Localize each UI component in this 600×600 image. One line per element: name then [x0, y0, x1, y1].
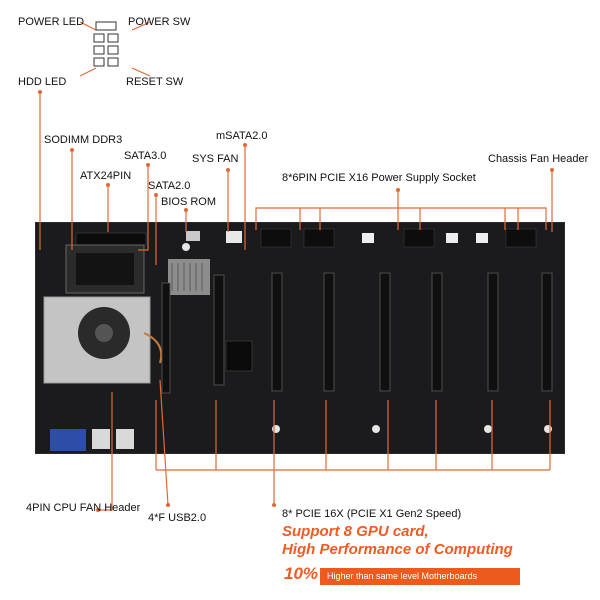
label-sata3: SATA3.0 [124, 150, 167, 162]
leader-dots [38, 90, 554, 512]
label-sodimm: SODIMM DDR3 [44, 134, 123, 146]
label-pcie-slots: 8* PCIE 16X (PCIE X1 Gen2 Speed) [282, 508, 462, 520]
label-power-sw: POWER SW [128, 16, 191, 28]
pcie-slots [161, 272, 553, 394]
label-msata: mSATA2.0 [216, 130, 268, 142]
promo-banner-bar [320, 568, 520, 585]
sodimm-slot-inner [76, 253, 134, 285]
label-chassis-fan: Chassis Fan Header [488, 153, 589, 165]
label-atx24: ATX24PIN [80, 170, 132, 182]
fan-cable [143, 332, 163, 364]
cpu-fan-hub [95, 324, 113, 342]
vga-port [50, 429, 86, 451]
motherboard-image [35, 222, 565, 454]
ic-chip [225, 340, 253, 372]
label-hdd-led: HDD LED [18, 76, 67, 88]
sys-fan-header [226, 231, 242, 243]
label-sata2: SATA2.0 [148, 180, 191, 192]
motherboard-drawing [43, 228, 553, 451]
promo-line-2: High Performance of Computing [282, 541, 513, 558]
label-cpu-fan: 4PIN CPU FAN Header [26, 502, 141, 514]
label-power-led: POWER LED [18, 16, 85, 28]
label-reset-sw: RESET SW [126, 76, 184, 88]
pcie-power-sockets [260, 228, 537, 248]
label-pcie-power: 8*6PIN PCIE X16 Power Supply Socket [282, 172, 476, 184]
label-bios-rom: BIOS ROM [161, 196, 217, 208]
promo-percent: 10% [284, 564, 319, 583]
usb-port-2 [116, 429, 134, 449]
promo-line-1: Support 8 GPU card, [282, 523, 429, 540]
label-usb: 4*F USB2.0 [148, 512, 207, 524]
white-small-headers [362, 233, 488, 243]
chipset-heatsink [168, 259, 210, 295]
usb-port-1 [92, 429, 110, 449]
bios-rom-chip [186, 231, 200, 241]
heatsink-fins [171, 263, 203, 291]
promo-subtext: Higher than same level Motherboards [327, 571, 478, 581]
label-sys-fan: SYS FAN [192, 153, 239, 165]
front-panel-header-icon [93, 21, 119, 67]
